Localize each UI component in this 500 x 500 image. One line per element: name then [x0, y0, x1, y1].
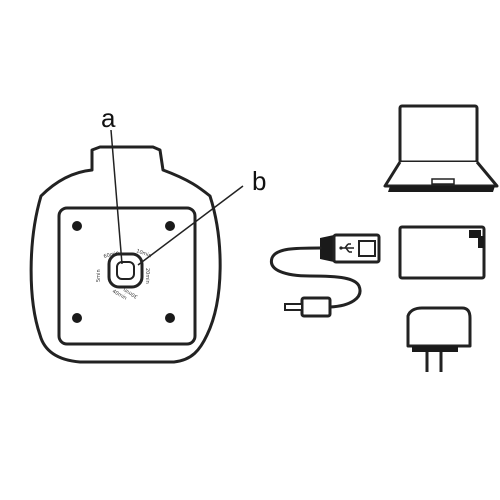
usb-cable-icon: [269, 233, 381, 318]
timer-mark-20: 20min: [144, 268, 150, 284]
timer-mark-60: 60min: [103, 250, 120, 260]
callout-b: b: [252, 166, 266, 196]
screw-bottom-left: [72, 313, 82, 323]
screw-top-left: [72, 221, 82, 231]
battery-pack-icon: [398, 225, 486, 280]
laptop-icon: [383, 104, 499, 192]
device-top-view: 60min 10min 20min 30min 40min 5min a b: [29, 103, 266, 364]
timer-mark-10: 10min: [135, 248, 152, 259]
timer-mark-5: 5min: [96, 269, 102, 282]
power-button-inner: [116, 261, 135, 280]
screw-top-right: [165, 221, 175, 231]
wall-adapter-icon: [406, 306, 472, 372]
screw-bottom-right: [165, 313, 175, 323]
leader-line-b: [137, 185, 244, 266]
callout-a: a: [101, 103, 116, 133]
power-button-outer[interactable]: [107, 252, 144, 289]
leader-line-a: [110, 129, 123, 265]
